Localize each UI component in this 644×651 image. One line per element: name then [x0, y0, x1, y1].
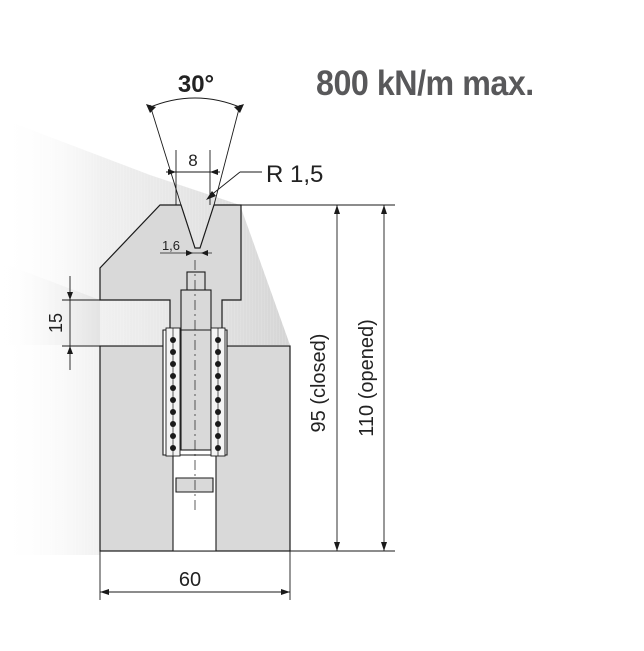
- spring-right: [210, 327, 226, 457]
- radius-label: R 1,5: [266, 161, 323, 188]
- height-closed-label: 95 (closed): [308, 334, 330, 433]
- spring-left: [165, 327, 181, 457]
- height-opened-label: 110 (opened): [356, 319, 378, 437]
- height-closed-dimension: [241, 204, 395, 552]
- angle-dimension: [146, 97, 244, 206]
- angle-label: 30°: [178, 71, 214, 98]
- step-height-label: 15: [46, 313, 66, 333]
- radius-leader: [206, 171, 262, 200]
- tip-width-dimension: [160, 250, 212, 256]
- step-height-dimension: [62, 276, 100, 370]
- tip-width-label: 1,6: [162, 238, 180, 253]
- capacity-title: 800 kN/m max.: [316, 64, 534, 103]
- base-width-label: 60: [179, 569, 201, 591]
- opening-label: 8: [188, 151, 197, 170]
- spring-pin: [175, 260, 214, 510]
- height-opened-dimension: [381, 205, 387, 551]
- base-width-dimension: [99, 551, 291, 600]
